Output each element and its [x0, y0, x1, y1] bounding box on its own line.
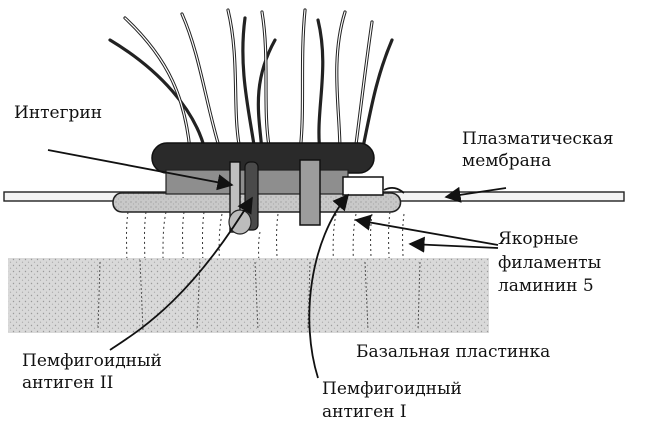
label-anchoring-line3: ламинин 5: [498, 276, 594, 296]
label-pemphigoid1-line2: антиген I: [322, 402, 407, 422]
keratin-filaments: [108, 8, 394, 154]
label-pemphigoid2-line1: Пемфигоидный: [22, 351, 162, 371]
leader-lines: [47, 149, 507, 379]
label-basal-lamina: Базальная пластинка: [356, 342, 550, 362]
anchoring-leader-1: [354, 214, 499, 246]
keratin-filaments-inner: [124, 9, 373, 153]
pemphigoid2-leader: [109, 196, 253, 351]
label-pemphigoid1-line1: Пемфигоидный: [322, 379, 462, 399]
label-anchoring-line2: филаменты: [498, 253, 601, 273]
label-anchoring-line1: Якорные: [498, 229, 578, 249]
plasma-membrane-leader: [444, 186, 507, 203]
anchoring-leader-2: [408, 236, 499, 253]
membrane-hook: [383, 186, 405, 194]
pemphigoid-antigen-2-molecule: [299, 159, 321, 226]
cytoplasmic-plaque: [151, 142, 375, 174]
label-plasma-membrane-line2: мембрана: [462, 151, 551, 171]
basal-lamina: [8, 258, 489, 333]
label-integrin: Интегрин: [14, 103, 102, 123]
pemphigoid1-leader: [308, 193, 350, 379]
label-pemphigoid2-line2: антиген II: [22, 373, 113, 393]
label-plasma-membrane-line1: Плазматическая: [462, 129, 613, 149]
pemphigoid-antigen-1-molecule: [342, 176, 384, 196]
integrin-leader: [47, 149, 234, 191]
